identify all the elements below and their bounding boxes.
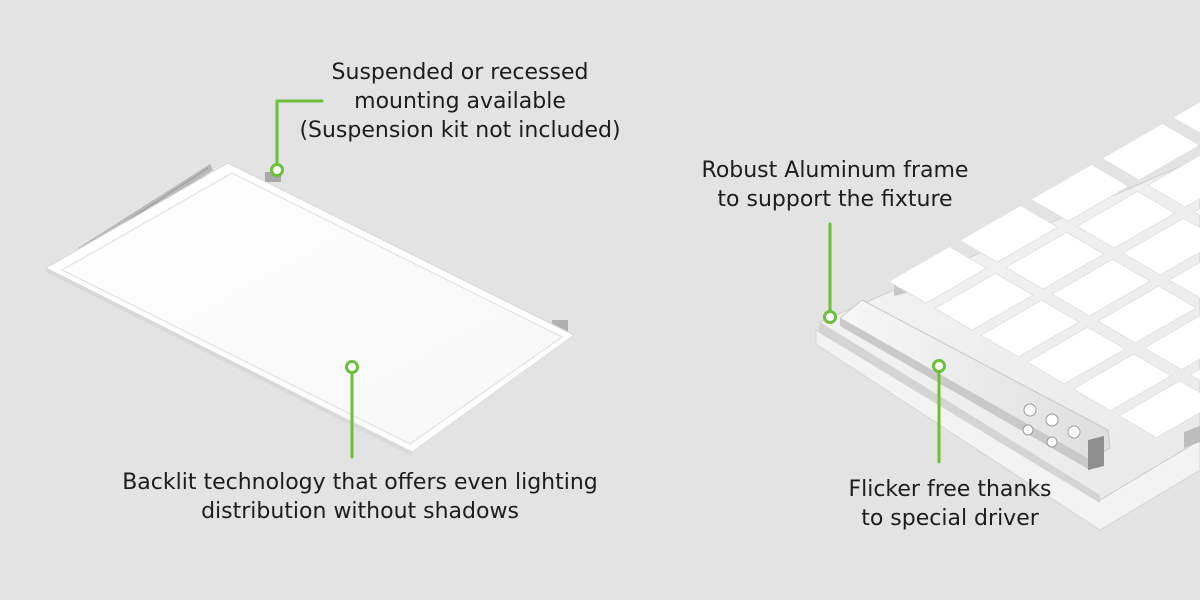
frame-callout-line-2: to support the fixture [717, 187, 953, 212]
grid-cell [1171, 101, 1200, 134]
grid-cell [1029, 163, 1130, 222]
grid-cell [887, 245, 988, 304]
grid-cell [1143, 315, 1200, 371]
frame-callout-line-1: Robust Aluminum frame [701, 158, 969, 183]
grid-cell [1004, 231, 1105, 290]
grid-cell [1189, 368, 1200, 382]
grid-cell [933, 272, 1034, 331]
mounting-callout-line-3: (Suspension kit not included) [299, 118, 621, 143]
frame-callout: Robust Aluminum frame to support the fix… [650, 156, 1020, 214]
mounting-callout-line-1: Suspended or recessed [331, 60, 589, 85]
grid-cell [1072, 353, 1173, 412]
led-panel-front [44, 162, 575, 456]
backlit-callout-line-2: distribution without shadows [201, 499, 519, 524]
grid-cell [958, 204, 1059, 263]
grid-cell [1146, 154, 1200, 208]
mounting-callout-line-2: mounting available [354, 89, 566, 114]
flicker-callout-line-2: to special driver [861, 506, 1039, 531]
callout-leaders [270, 99, 946, 464]
flicker-callout-line-1: Flicker free thanks [848, 477, 1052, 502]
grid-cell [1118, 380, 1200, 439]
grid-cell [1192, 208, 1200, 217]
backlit-callout-line-1: Backlit technology that offers even ligh… [122, 470, 598, 495]
grid-cell [1168, 261, 1200, 299]
grid-cell [1075, 190, 1176, 249]
led-panel-back [815, 101, 1200, 531]
mounting-callout: Suspended or recessed mounting available… [250, 58, 670, 145]
flicker-callout: Flicker free thanks to special driver [800, 475, 1100, 533]
backlit-callout: Backlit technology that offers even ligh… [90, 468, 630, 526]
grid-cell [1026, 326, 1127, 385]
grid-cell [1097, 285, 1198, 344]
grid-cell [979, 299, 1081, 358]
grid-cell [1050, 258, 1152, 317]
grid-cell [1121, 217, 1200, 276]
